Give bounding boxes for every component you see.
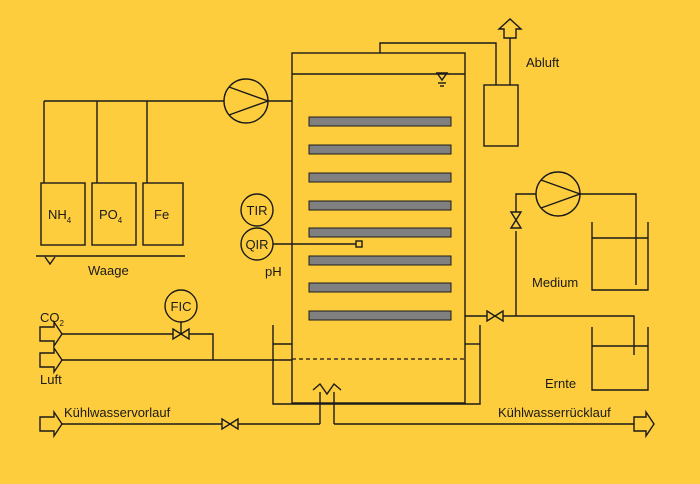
cooling-jacket bbox=[272, 325, 481, 405]
medium-draw-line bbox=[580, 193, 637, 285]
plate bbox=[308, 227, 452, 238]
heat-exchanger-coil bbox=[312, 382, 342, 424]
nh4-label: NH bbox=[48, 207, 67, 222]
kuehlwasservorlauf-label: Kühlwasservorlauf bbox=[64, 405, 171, 420]
air-inlet-arrow-icon bbox=[39, 345, 63, 375]
svg-text:NH4: NH4 bbox=[48, 207, 72, 225]
waage-label: Waage bbox=[88, 263, 129, 278]
tir-instrument: TIR bbox=[240, 193, 274, 227]
plate bbox=[308, 172, 452, 183]
luft-label: Luft bbox=[40, 372, 62, 387]
fe-label: Fe bbox=[154, 207, 169, 222]
feed-bottle-fe: Fe bbox=[142, 182, 184, 246]
qir-label: QIR bbox=[245, 237, 268, 252]
medium-vessel bbox=[591, 222, 649, 291]
harvest-valve bbox=[486, 309, 504, 323]
plate bbox=[308, 255, 452, 266]
reactor-vessel bbox=[291, 52, 466, 404]
feed-bottle-po4: PO4 bbox=[91, 182, 137, 246]
fic-instrument: FIC bbox=[164, 289, 198, 323]
exhaust-filter bbox=[483, 84, 519, 147]
svg-text:PO4: PO4 bbox=[99, 207, 123, 225]
feed-pump-lines bbox=[43, 100, 292, 183]
tir-label: TIR bbox=[247, 203, 268, 218]
medium-pump-line bbox=[515, 193, 536, 212]
ph-label: pH bbox=[265, 264, 282, 279]
exhaust-arrow-icon bbox=[497, 18, 523, 39]
liquid-level-icon bbox=[435, 72, 449, 87]
fic-label: FIC bbox=[171, 299, 192, 314]
cooling-inlet-valve bbox=[221, 417, 239, 431]
harvest-to-vessel-line bbox=[503, 315, 635, 355]
cooling-inlet-arrow-icon bbox=[39, 409, 63, 439]
svg-text:CO2: CO2 bbox=[40, 310, 65, 328]
medium-label: Medium bbox=[532, 275, 578, 290]
co2-label: CO bbox=[40, 310, 60, 325]
plate bbox=[308, 200, 452, 211]
plate bbox=[308, 116, 452, 127]
po4-subscript: 4 bbox=[118, 216, 123, 225]
fic-valve bbox=[172, 322, 190, 341]
ernte-label: Ernte bbox=[545, 376, 576, 391]
plate bbox=[308, 310, 452, 321]
po4-label: PO bbox=[99, 207, 118, 222]
abluft-label: Abluft bbox=[526, 55, 560, 70]
co2-subscript: 2 bbox=[60, 319, 65, 328]
exhaust-line bbox=[379, 18, 523, 85]
scale bbox=[36, 255, 185, 266]
kuehlwasserruecklauf-label: Kühlwasserrücklauf bbox=[498, 405, 611, 420]
medium-pump bbox=[535, 171, 583, 217]
plate bbox=[308, 282, 452, 293]
qir-instrument: QIR bbox=[240, 227, 363, 261]
harvest-vessel bbox=[591, 327, 649, 391]
medium-valve bbox=[509, 211, 523, 229]
cooling-outlet-arrow-icon bbox=[633, 409, 655, 439]
feed-bottle-nh4: NH4 bbox=[40, 182, 86, 246]
reactor-plates bbox=[308, 116, 452, 321]
plate bbox=[308, 144, 452, 155]
nh4-subscript: 4 bbox=[67, 216, 72, 225]
feed-pump bbox=[223, 78, 271, 124]
co2-to-sparger-line bbox=[189, 333, 214, 360]
co2-inlet-arrow-icon bbox=[39, 319, 63, 349]
